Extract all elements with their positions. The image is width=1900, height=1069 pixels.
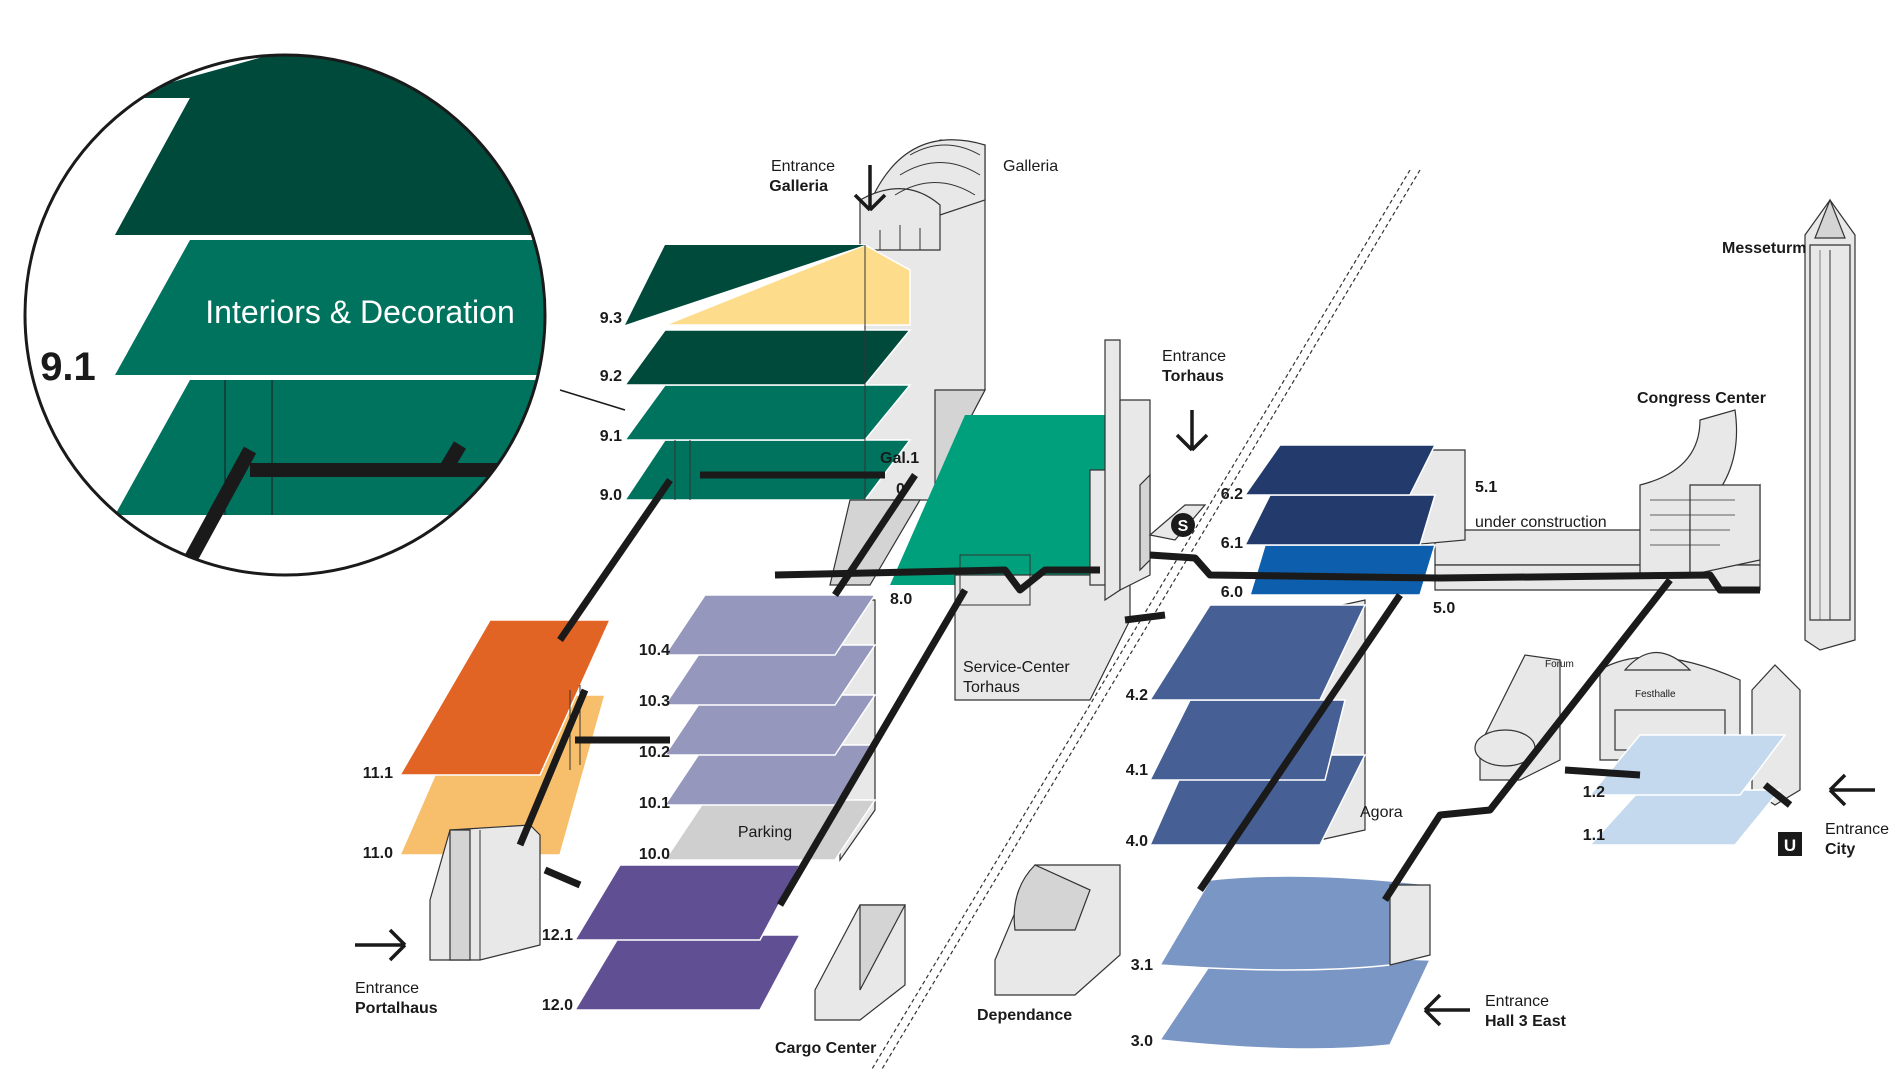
level-8-0: 8.0 [890,591,912,608]
entrance-portalhaus[interactable]: Entrance Portalhaus [355,928,438,1017]
u-bahn-station[interactable]: U [1778,832,1802,856]
level-6-1: 6.1 [1221,535,1243,552]
level-gal-1: Gal.1 [880,450,919,467]
level-12-1: 12.1 [542,927,573,944]
entrance-portalhaus-line2: Portalhaus [355,1000,438,1017]
level-9-0: 9.0 [600,487,622,504]
label-service-center-2: Torhaus [963,679,1020,696]
label-under-construction: under construction [1475,514,1607,531]
hall-9-1[interactable] [623,384,912,441]
level-11-0: 11.0 [363,845,393,862]
level-12-0: 12.0 [542,997,573,1014]
label-galleria: Galleria [1003,158,1058,175]
level-11-1: 11.1 [363,765,393,782]
entrance-torhaus-line2: Torhaus [1162,368,1224,385]
entrance-galleria[interactable]: Entrance Galleria [769,158,887,212]
entrance-torhaus[interactable]: Entrance Torhaus [1162,348,1226,452]
level-9-1: 9.1 [600,428,622,445]
level-4-0: 4.0 [1126,833,1148,850]
s-bahn-label: S [1178,518,1189,535]
entrance-portalhaus-line1: Entrance [355,980,419,997]
hall-6-2[interactable] [1243,444,1437,496]
entrance-galleria-line2: Galleria [769,178,828,195]
entrance-city-line2: City [1825,841,1855,858]
level-9-2: 9.2 [600,368,622,385]
zoom-level: 9.1 [40,345,96,389]
level-4-1: 4.1 [1126,762,1148,779]
label-cargo-center: Cargo Center [775,1040,876,1057]
entrance-galleria-line1: Entrance [771,158,835,175]
portalhaus-building[interactable] [429,824,541,961]
zoom-title: Interiors & Decoration [205,294,514,330]
level-10-3: 10.3 [639,693,670,710]
level-10-2: 10.2 [639,744,670,761]
hall-3-0[interactable] [1158,957,1432,1050]
s-bahn-station[interactable]: S [1148,504,1207,541]
label-congress-center: Congress Center [1637,390,1766,407]
entrance-hall-3-east[interactable]: Entrance Hall 3 East [1423,993,1567,1030]
entrance-hall-3-east-line1: Entrance [1485,993,1549,1010]
hall-12-0[interactable] [573,934,802,1011]
hall-1-1[interactable] [1588,789,1782,846]
level-6-2: 6.2 [1221,486,1243,503]
hall-9-2[interactable] [623,329,912,386]
hall-12[interactable] [573,864,802,1011]
hall-9-3-light[interactable] [664,244,911,326]
level-10-0: 10.0 [639,846,670,863]
u-bahn-label: U [1784,836,1796,855]
level-4-2: 4.2 [1126,687,1148,704]
hall-6-0[interactable] [1248,544,1437,596]
level-3-0: 3.0 [1131,1033,1153,1050]
entrance-hall-3-east-line2: Hall 3 East [1485,1013,1567,1030]
hall-10[interactable] [663,594,877,862]
service-center-torhaus[interactable] [954,339,1151,701]
dependance-building[interactable] [994,864,1121,996]
level-10-1: 10.1 [639,795,670,812]
label-dependance: Dependance [977,1007,1072,1024]
hall-10-4[interactable] [663,594,877,656]
hall-1[interactable] [1588,734,1787,846]
level-gal-0: 0 [896,481,905,498]
forum-building[interactable] [1474,654,1561,781]
hall-4-1[interactable] [1148,699,1346,781]
entrance-city-line1: Entrance [1825,821,1889,838]
hall-6-1[interactable] [1243,494,1437,546]
hall-12-1[interactable] [573,864,802,941]
label-messeturm: Messeturm [1722,240,1806,257]
level-9-3: 9.3 [600,310,622,327]
label-parking: Parking [738,824,792,841]
hall-9-0[interactable] [623,439,912,501]
level-1-2: 1.2 [1583,784,1605,801]
label-service-center-1: Service-Center [963,659,1070,676]
hall-9-1-zoom-detail: Interiors & Decoration 9.1 [23,53,626,577]
label-forum: Forum [1545,659,1574,670]
level-3-1: 3.1 [1131,957,1153,974]
hall-3[interactable] [1158,875,1432,1050]
hall-9[interactable] [623,244,912,501]
congress-center-building[interactable] [1639,409,1761,576]
entrance-city[interactable]: Entrance City [1825,773,1889,858]
level-10-4: 10.4 [639,642,670,659]
walkways [516,471,1793,907]
cargo-center-building[interactable] [814,904,906,1021]
hall-4-2[interactable] [1148,604,1367,701]
level-1-1: 1.1 [1583,827,1605,844]
label-agora: Agora [1360,804,1403,821]
messeturm-building[interactable] [1804,198,1856,651]
label-festhalle: Festhalle [1635,689,1676,700]
level-5-1: 5.1 [1475,479,1497,496]
level-5-0: 5.0 [1433,600,1455,617]
entrance-torhaus-line1: Entrance [1162,348,1226,365]
level-6-0: 6.0 [1221,584,1243,601]
